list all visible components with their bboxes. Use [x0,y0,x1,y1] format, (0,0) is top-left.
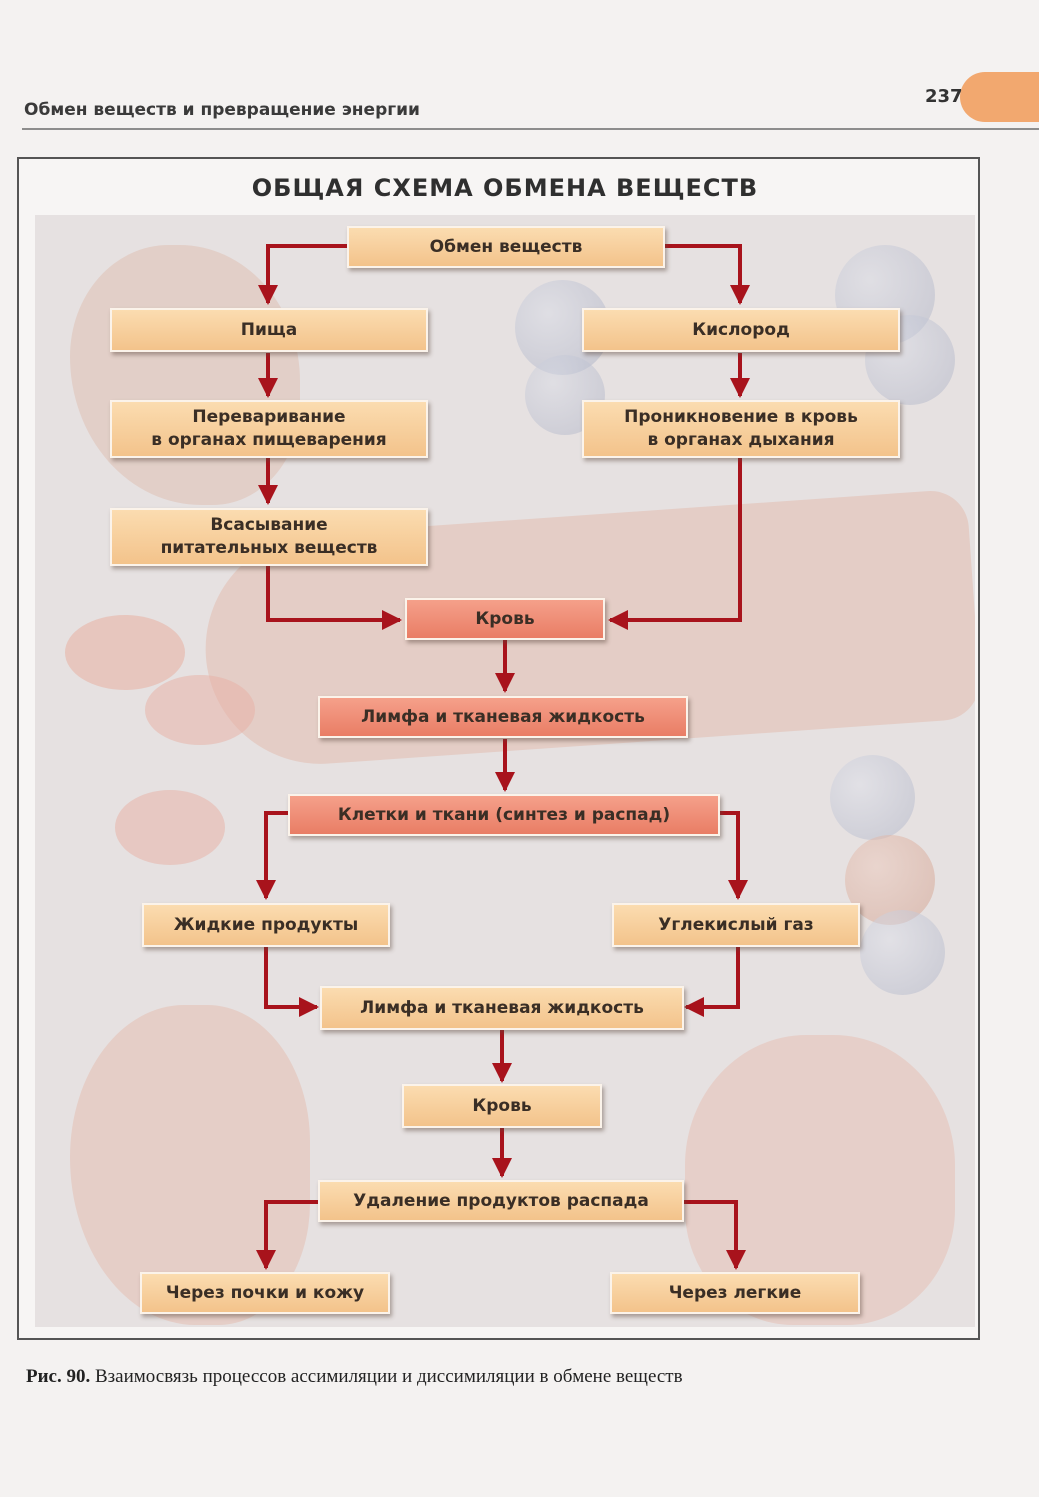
node-oxygen: Кислород [582,308,900,352]
node-penetration: Проникновение в кровь в органах дыхания [582,400,900,458]
molecule-sphere [830,755,915,840]
kidney-illustration [70,1005,310,1325]
node-food: Пища [110,308,428,352]
arrow-co2-lymph [684,945,740,1017]
node-digestion: Переваривание в органах пищеварения [110,400,428,458]
node-lymph-2: Лимфа и тканевая жидкость [320,986,684,1030]
arrow-liquid-lymph [264,945,319,1017]
node-kidneys: Через почки и кожу [140,1272,390,1314]
node-co2: Углекислый газ [612,903,860,947]
node-blood-1: Кровь [405,598,605,640]
arrow-penetration-blood [608,458,742,630]
node-removal: Удаление продуктов распада [318,1180,684,1222]
node-cells: Клетки и ткани (синтез и распад) [288,794,720,836]
header-rule [22,128,1039,130]
node-absorption: Всасывание питательных веществ [110,508,428,566]
page-tab [960,72,1039,122]
arrow-removal-lungs [684,1200,746,1270]
figure-caption: Рис. 90. Взаимосвязь процессов ассимиляц… [26,1366,683,1388]
node-lymph-1: Лимфа и тканевая жидкость [318,696,688,738]
blood-cell [65,615,185,690]
blood-cell [145,675,255,745]
arrow-metabolism-oxygen [664,244,750,305]
diagram-title: ОБЩАЯ СХЕМА ОБМЕНА ВЕЩЕСТВ [251,174,759,202]
blood-cell [115,790,225,865]
arrow-absorption-blood [266,566,402,630]
arrow-metabolism-food [258,244,348,305]
page-number: 237 [925,86,963,107]
molecule-sphere [860,910,945,995]
node-blood-2: Кровь [402,1084,602,1128]
molecule-sphere [845,835,935,925]
node-liquid-products: Жидкие продукты [142,903,390,947]
arrow-cells-liquid [256,811,290,900]
node-metabolism: Обмен веществ [347,226,665,268]
arrow-cells-co2 [720,811,748,900]
caption-text: Взаимосвязь процессов ассимиляции и дисс… [95,1366,683,1387]
header-title: Обмен веществ и превращение энергии [24,100,420,120]
arrow-removal-kidneys [256,1200,320,1270]
node-lungs: Через легкие [610,1272,860,1314]
caption-label: Рис. 90. [26,1366,91,1387]
